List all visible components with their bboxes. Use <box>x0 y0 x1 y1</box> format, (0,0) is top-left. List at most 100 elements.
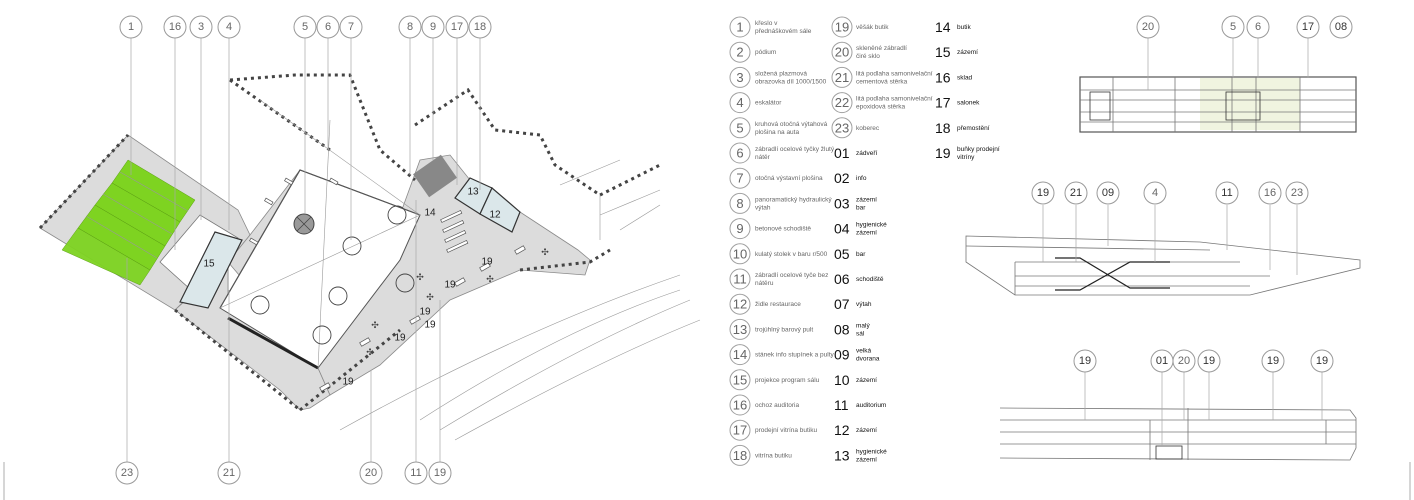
legend-marker <box>729 41 751 63</box>
legend-marker <box>831 66 853 88</box>
callout-top-2: 16 <box>169 21 181 33</box>
legend-room-text: dvorana <box>856 356 880 363</box>
room-12 <box>479 187 521 233</box>
legend-number: 20 <box>835 45 849 60</box>
legend-number: 22 <box>835 95 849 110</box>
legend-number: 2 <box>736 45 743 60</box>
plan-callouts-bottom: 23 21 20 11 19 <box>115 461 452 485</box>
legend-room-text: bar <box>856 204 866 211</box>
legend-text: prodejní vitrína butiku <box>755 427 818 434</box>
legend-room-number: 05 <box>834 246 850 262</box>
legend-room-text: vitríny <box>957 154 975 161</box>
legend-room-number: 17 <box>935 95 951 111</box>
legend-room-text: zázemí <box>856 230 877 237</box>
legend-number: 16 <box>733 398 747 413</box>
section-top-callout-2: 5 <box>1230 21 1236 33</box>
legend-room-text: zázemí <box>856 377 877 384</box>
legend-number: 4 <box>736 95 743 110</box>
legend-text: stánek info stupínek a pulty <box>755 352 835 359</box>
legend-text: litá podlaha samonivelační <box>856 96 933 103</box>
room-label-15: 15 <box>203 259 215 270</box>
section-middle-callout-1: 19 <box>1037 187 1049 199</box>
section-top-callout-4: 17 <box>1302 21 1314 33</box>
legend-room-number: 10 <box>834 372 850 388</box>
legend-marker <box>729 92 751 114</box>
callout-top-3: 3 <box>198 21 204 33</box>
legend-room-text: malý <box>856 322 870 329</box>
room-label-19c: 19 <box>419 307 431 318</box>
section-bottom-callout-5: 19 <box>1267 355 1279 367</box>
svg-text:✣: ✣ <box>366 347 374 357</box>
legend-marker <box>729 243 751 265</box>
legend-room-number: 19 <box>935 145 951 161</box>
legend-marker <box>729 318 751 340</box>
legend-marker <box>831 117 853 139</box>
section-top-callout-5: 08 <box>1335 21 1347 33</box>
section-bottom-callout-6: 19 <box>1316 355 1328 367</box>
legend-room-text: hygienické <box>856 222 887 229</box>
legend-marker <box>831 16 853 38</box>
callout-bottom-5: 19 <box>434 467 446 479</box>
legend-number: 8 <box>736 196 743 211</box>
callout-top-5: 5 <box>302 21 308 33</box>
svg-text:✣: ✣ <box>486 274 494 284</box>
legend-marker <box>729 167 751 189</box>
legend-number: 15 <box>733 372 747 387</box>
svg-text:✣: ✣ <box>541 247 549 257</box>
plan-callouts-top: 1 16 3 4 5 6 7 8 9 17 18 <box>119 15 492 39</box>
callout-bottom-1: 23 <box>121 467 133 479</box>
legend-text: složená plazmová <box>755 70 807 77</box>
callout-bottom-4: 11 <box>410 467 421 479</box>
legend-marker <box>831 92 853 114</box>
legend-text: ochoz auditoria <box>755 402 799 409</box>
legend-marker <box>729 16 751 38</box>
section-top: 20 5 6 17 08 <box>1079 15 1357 133</box>
legend-text: panoramatický hydraulický <box>755 196 832 203</box>
legend-text: plošina na auta <box>755 129 799 136</box>
section-top-callout-1: 20 <box>1142 21 1154 33</box>
legend-marker <box>729 394 751 416</box>
section-bottom-callout-3: 20 <box>1178 355 1190 367</box>
room-label-19f: 19 <box>424 320 436 331</box>
legend-marker <box>729 66 751 88</box>
room-label-13: 13 <box>467 187 479 198</box>
section-bottom-callout-1: 19 <box>1079 355 1091 367</box>
legend-text: zábradlí ocelové tyče bez <box>755 272 828 279</box>
callout-bottom-3: 20 <box>365 467 377 479</box>
svg-text:✣: ✣ <box>371 320 379 330</box>
legend-room-text: salonek <box>957 100 980 107</box>
legend-room-text: sál <box>856 330 865 337</box>
legend-marker <box>729 192 751 214</box>
room-label-12: 12 <box>489 210 501 221</box>
legend-text: litá podlaha samonivelační <box>856 70 933 77</box>
room-label-19e: 19 <box>342 377 354 388</box>
legend-text: židle restaurace <box>755 301 801 308</box>
legend-number: 3 <box>736 70 743 85</box>
legend-room-text: zázemí <box>856 456 877 463</box>
section-middle-callout-7: 23 <box>1291 187 1303 199</box>
legend-marker <box>729 268 751 290</box>
legend-number: 13 <box>733 322 747 337</box>
section-bottom-callout-2: 01 <box>1156 355 1168 367</box>
legend-number: 12 <box>733 297 747 312</box>
legend-room-text: sklad <box>957 74 973 81</box>
legend-room-number: 13 <box>834 447 850 463</box>
floor-plan: ✣✣ ✣✣ ✣✣ 15 13 12 14 19 19 19 19 19 19 <box>38 15 701 485</box>
legend-room-number: 06 <box>834 271 850 287</box>
legend-room-number: 03 <box>834 195 850 211</box>
callout-top-7: 7 <box>348 21 354 33</box>
legend-room-text: auditorium <box>856 402 886 409</box>
legend-marker <box>729 344 751 366</box>
legend-marker <box>729 444 751 466</box>
section-middle-callout-6: 16 <box>1264 187 1276 199</box>
legend-room-number: 11 <box>834 397 849 413</box>
svg-text:✣: ✣ <box>416 272 424 282</box>
legend-marker <box>729 369 751 391</box>
legend-text: nátěru <box>755 280 774 287</box>
legend-text: trojúhlný barový pult <box>755 326 813 333</box>
legend-room-text: hygienické <box>856 448 887 455</box>
staircase <box>413 154 457 198</box>
legend-marker <box>729 419 751 441</box>
legend-room-text: butik <box>957 24 971 31</box>
